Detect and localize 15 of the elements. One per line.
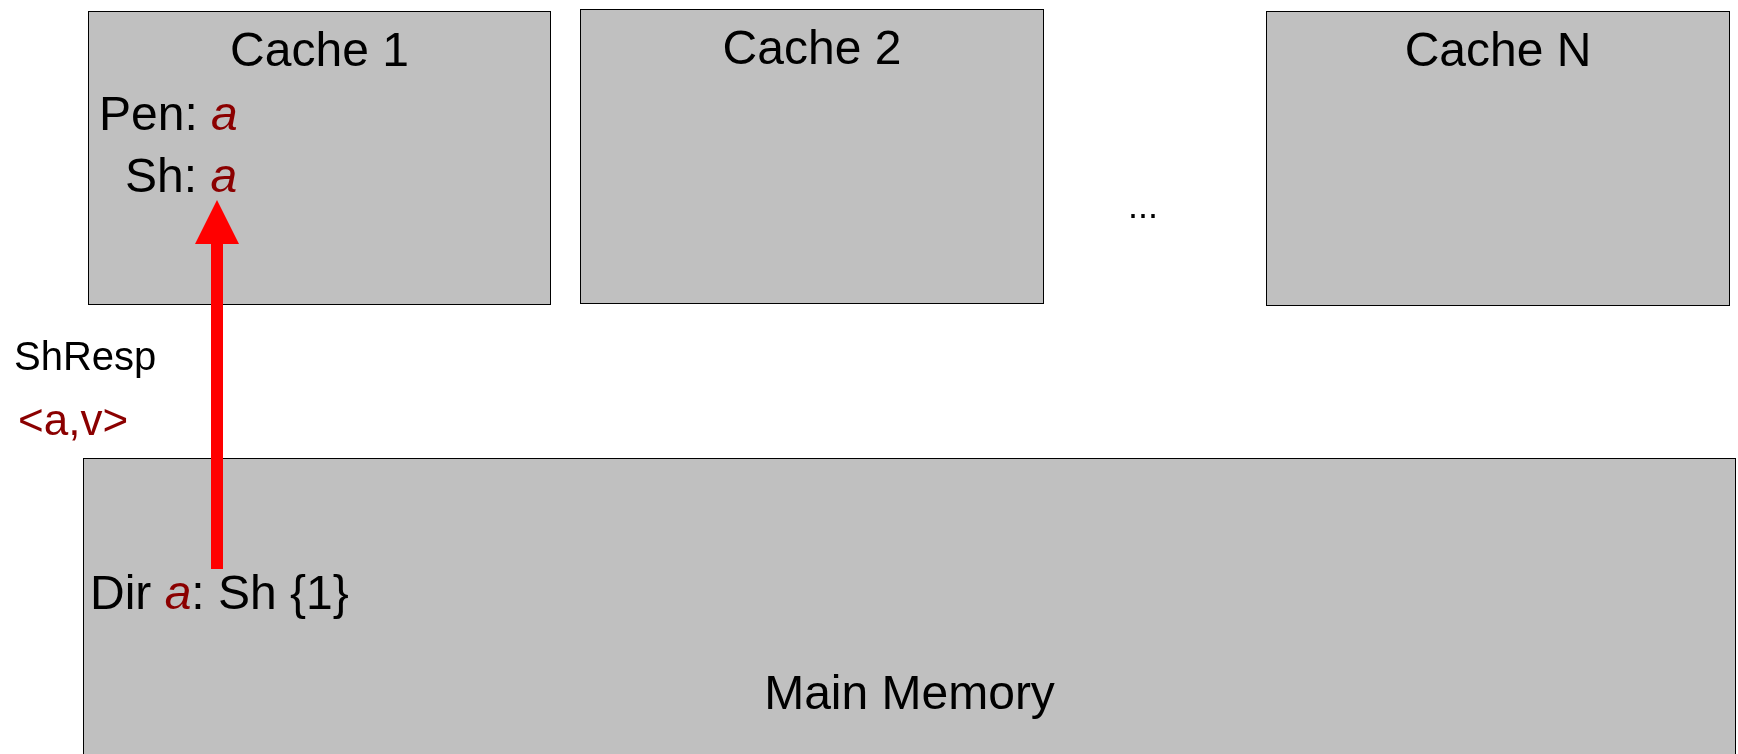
cache-box: [88, 11, 551, 305]
cache-title: Cache 2: [721, 24, 903, 72]
cache-box: [1266, 11, 1730, 306]
cache-box: [83, 458, 1736, 754]
cache-title: Cache N: [1403, 26, 1593, 74]
state-text: Pen: a: [99, 90, 238, 138]
state-text: Dir a: Sh {1}: [90, 569, 349, 617]
arrow: [195, 200, 239, 569]
edge-label: ShResp: [14, 336, 157, 376]
memory-title: Main Memory: [763, 669, 1056, 717]
state-text: Sh: a: [125, 152, 238, 200]
cache-title: Cache 1: [229, 26, 410, 74]
message-params: <a,v>: [18, 398, 129, 442]
cache-box: [580, 9, 1044, 304]
ellipsis-text: ...: [1128, 188, 1158, 224]
